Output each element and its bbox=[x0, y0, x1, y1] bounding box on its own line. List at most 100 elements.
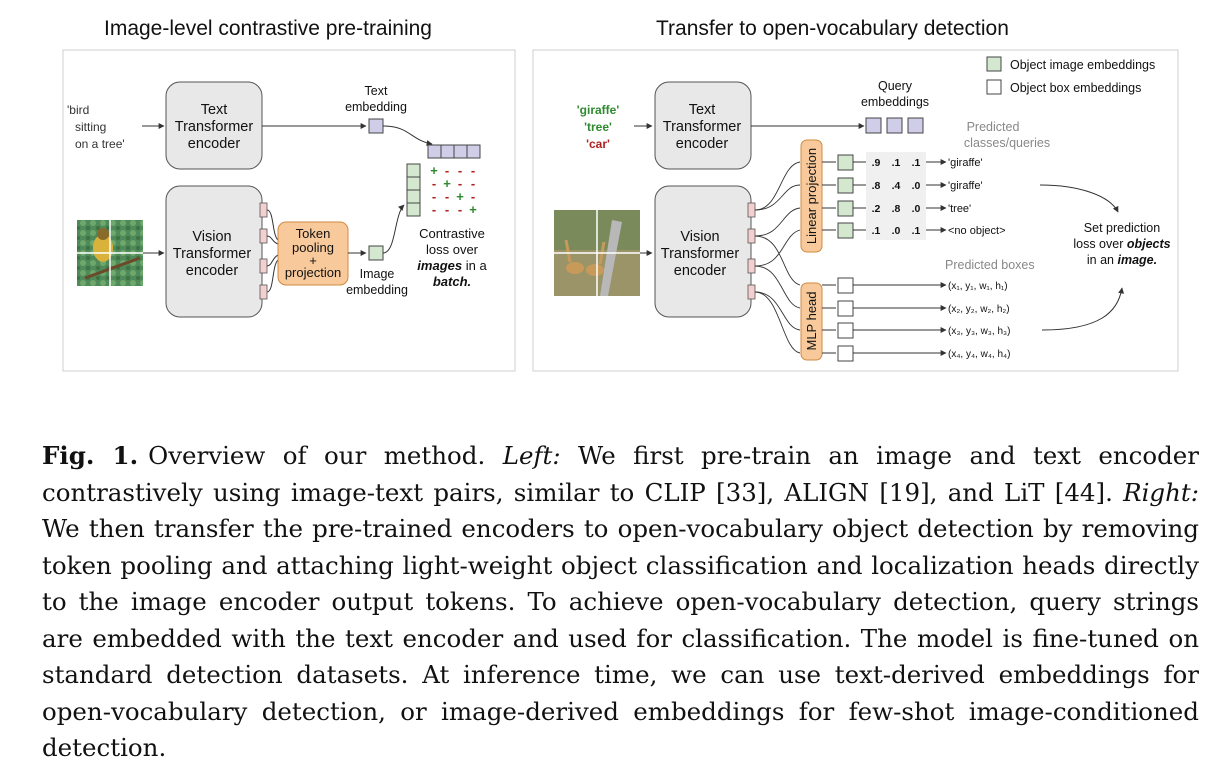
predicted-boxes-label: Predicted boxes bbox=[945, 258, 1035, 272]
text-embedding-arrow bbox=[382, 125, 433, 146]
left-text-encoder-line-2: Transformer bbox=[175, 119, 254, 135]
matrix-cell-0-1: - bbox=[445, 163, 449, 178]
class-output-arrows bbox=[926, 159, 947, 233]
loss-arrow-boxes bbox=[1041, 287, 1125, 331]
left-panel-frame bbox=[62, 49, 516, 372]
class-output-2: 'giraffe' bbox=[948, 180, 983, 192]
matrix-cell-3-2: - bbox=[458, 202, 462, 217]
image-embedding-box bbox=[368, 245, 384, 261]
left-loss-line-1: Contrastive bbox=[419, 226, 485, 241]
matrix-cell-0-0: + bbox=[430, 163, 438, 178]
caption-text-2: We first pre-train an image and text enc… bbox=[42, 441, 1200, 507]
left-panel-title: Image-level contrastive pre-training bbox=[104, 17, 432, 40]
matrix-cell-2-0: - bbox=[432, 189, 436, 204]
query-embeddings-label-1: Query bbox=[878, 79, 913, 93]
right-vision-encoder-line-2: Transformer bbox=[661, 246, 740, 262]
score-cell-0-1: .1 bbox=[892, 157, 901, 169]
input-text-line-3: on a tree' bbox=[75, 137, 125, 151]
box-output-3: (x₃, y₃, w₃, h₃) bbox=[948, 326, 1010, 337]
caption-right-label: Right: bbox=[1123, 477, 1199, 507]
matrix-cell-0-2: - bbox=[458, 163, 462, 178]
left-output-tokens bbox=[259, 202, 268, 300]
caption-text-3: We then transfer the pre-trained encoder… bbox=[42, 514, 1199, 762]
matrix-cell-3-1: - bbox=[445, 202, 449, 217]
caption-text-1: Overview of our method. bbox=[148, 441, 503, 470]
class-output-4: <no object> bbox=[948, 225, 1006, 237]
legend-image-swatch bbox=[986, 56, 1002, 72]
image-embedding-label-1: Image bbox=[360, 267, 395, 281]
text-embedding-label-2: embedding bbox=[345, 100, 407, 114]
right-loss-line-1: Set prediction bbox=[1084, 221, 1160, 235]
matrix-cell-0-3: - bbox=[471, 163, 475, 178]
right-token-connections bbox=[754, 161, 801, 354]
text-embedding-label-1: Text bbox=[365, 84, 388, 98]
score-cell-1-1: .4 bbox=[892, 180, 901, 192]
class-output-1: 'giraffe' bbox=[948, 157, 983, 169]
right-loss-line-3: in an image. bbox=[1087, 253, 1157, 267]
right-vision-encoder-line-1: Vision bbox=[680, 229, 719, 245]
loss-arrow-classes bbox=[1039, 184, 1119, 213]
score-cell-3-1: .0 bbox=[892, 225, 901, 237]
right-loss-objects: objects bbox=[1127, 237, 1171, 251]
score-cell-0-0: .9 bbox=[872, 157, 881, 169]
predicted-classes-label-2: classes/queries bbox=[964, 136, 1050, 150]
left-text-encoder-line-1: Text bbox=[201, 102, 228, 118]
matrix-cell-1-1: + bbox=[443, 176, 451, 191]
left-vision-encoder-line-2: Transformer bbox=[173, 246, 252, 262]
right-panel-title: Transfer to open-vocabulary detection bbox=[656, 17, 1009, 40]
token-pooling-line-1: Token bbox=[296, 226, 331, 241]
left-vision-encoder bbox=[165, 185, 263, 318]
legend-box-swatch bbox=[986, 79, 1002, 95]
bird-image bbox=[77, 220, 143, 286]
score-cell-1-0: .8 bbox=[872, 180, 881, 192]
legend-box-label: Object box embeddings bbox=[1010, 81, 1141, 95]
score-cell-2-0: .2 bbox=[872, 203, 881, 215]
matrix-cell-3-3: + bbox=[469, 202, 477, 217]
predicted-classes-label-1: Predicted bbox=[967, 120, 1020, 134]
object-box-embeddings bbox=[822, 277, 947, 362]
text-embedding-box bbox=[368, 118, 384, 134]
object-image-embeddings bbox=[822, 154, 866, 239]
mlp-head-label: MLP head bbox=[804, 291, 819, 350]
right-loss-line-2: loss over objects bbox=[1073, 237, 1170, 251]
score-cell-2-1: .8 bbox=[892, 203, 901, 215]
score-cell-3-2: .1 bbox=[912, 225, 921, 237]
box-output-4: (x₄, y₄, w₄, h₄) bbox=[948, 349, 1010, 360]
left-input-text: 'bird sitting on a tree' bbox=[67, 103, 125, 151]
token-pooling-line-2: pooling bbox=[292, 240, 334, 255]
left-vision-encoder-line-1: Vision bbox=[192, 229, 231, 245]
input-text-line-1: 'bird bbox=[67, 103, 89, 117]
score-cell-1-2: .0 bbox=[912, 180, 921, 192]
mlp-head bbox=[800, 282, 823, 361]
giraffe-image bbox=[554, 210, 640, 296]
right-loss-image: image. bbox=[1117, 253, 1157, 267]
score-cell-2-2: .0 bbox=[912, 203, 921, 215]
token-pooling-line-4: projection bbox=[285, 265, 341, 280]
left-loss-line-3: images in a bbox=[417, 258, 487, 273]
left-loss-line-2: loss over bbox=[426, 242, 479, 257]
legend-image-label: Object image embeddings bbox=[1010, 58, 1155, 72]
query-embedding-boxes bbox=[865, 117, 924, 134]
score-cell-0-2: .1 bbox=[912, 157, 921, 169]
matrix-cell-2-2: + bbox=[456, 189, 464, 204]
score-table: .9.1.1.8.4.0.2.8.0.1.0.1 bbox=[872, 157, 921, 237]
right-text-encoder-line-1: Text bbox=[689, 102, 716, 118]
left-token-lines bbox=[266, 209, 279, 293]
right-vision-encoder bbox=[654, 185, 752, 318]
image-embedding-column bbox=[406, 163, 421, 217]
left-text-encoder-line-3: encoder bbox=[188, 136, 241, 152]
score-table-bg bbox=[866, 152, 926, 240]
left-vision-encoder-line-3: encoder bbox=[186, 263, 239, 279]
left-loss-line-4: batch. bbox=[433, 274, 471, 289]
box-output-2: (x₂, y₂, w₂, h₂) bbox=[948, 304, 1010, 315]
similarity-matrix: +----+----+----+ bbox=[430, 163, 477, 217]
box-output-1: (x₁, y₁, w₁, h₁) bbox=[948, 281, 1008, 292]
matrix-cell-1-2: - bbox=[458, 176, 462, 191]
matrix-cell-3-0: - bbox=[432, 202, 436, 217]
matrix-cell-1-0: - bbox=[432, 176, 436, 191]
query-tree: 'tree' bbox=[584, 120, 612, 134]
right-panel-frame bbox=[532, 49, 1179, 372]
right-text-encoder-line-3: encoder bbox=[676, 136, 729, 152]
query-giraffe: 'giraffe' bbox=[577, 103, 620, 117]
figure-caption: Fig. 1.Overview of our method. Left: We … bbox=[42, 438, 1199, 767]
